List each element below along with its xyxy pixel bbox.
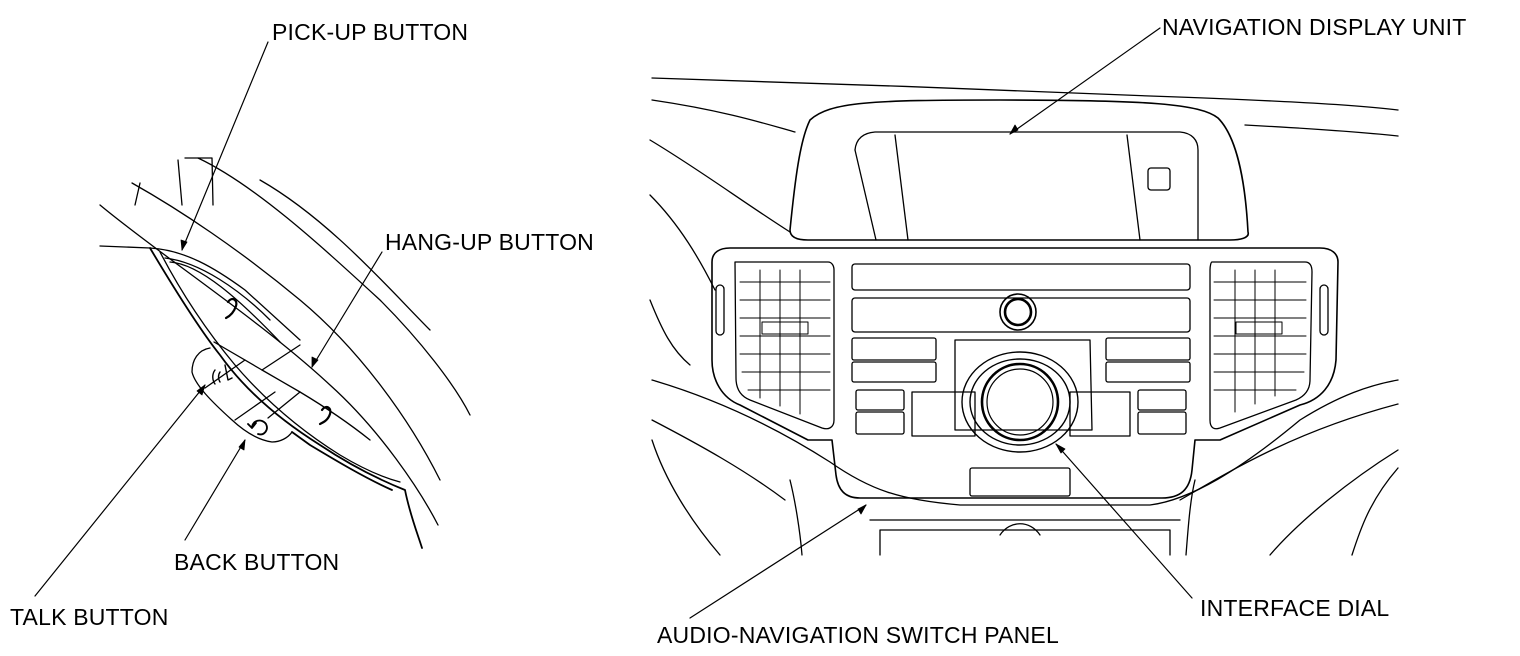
right-air-vent-slats (1214, 270, 1306, 412)
talk-leader-line (35, 385, 205, 596)
dashboard-outline (650, 78, 1398, 555)
switch-panel-leader-line (690, 505, 866, 618)
steering-wheel-spoke (100, 158, 470, 548)
hangup-leader-line (312, 252, 382, 367)
hangup-button-label: HANG-UP BUTTON (385, 229, 594, 255)
talk-button-label: TALK BUTTON (10, 604, 169, 630)
audio-knob (1000, 294, 1036, 330)
audio-navigation-switch-panel-label: AUDIO-NAVIGATION SWITCH PANEL (657, 622, 1059, 648)
pickup-button-label: PICK-UP BUTTON (272, 19, 469, 45)
interface-dial-leader-line (1056, 444, 1192, 598)
pickup-leader-line (182, 42, 268, 250)
navigation-display-unit-label: NAVIGATION DISPLAY UNIT (1162, 14, 1467, 40)
back-button-label: BACK BUTTON (174, 549, 340, 575)
interface-dial[interactable] (962, 352, 1078, 452)
left-air-vent-slats (740, 270, 830, 414)
interface-dial-label: INTERFACE DIAL (1200, 595, 1390, 621)
voice-talk-icon (213, 365, 232, 384)
center-console (712, 248, 1338, 555)
back-leader-line (185, 440, 245, 540)
back-arrow-icon (248, 421, 267, 435)
navigation-display-unit[interactable] (910, 140, 1125, 240)
phone-pickup-icon (226, 299, 236, 318)
phone-hangup-icon (320, 407, 330, 424)
nav-display-leader-line (1010, 28, 1160, 134)
